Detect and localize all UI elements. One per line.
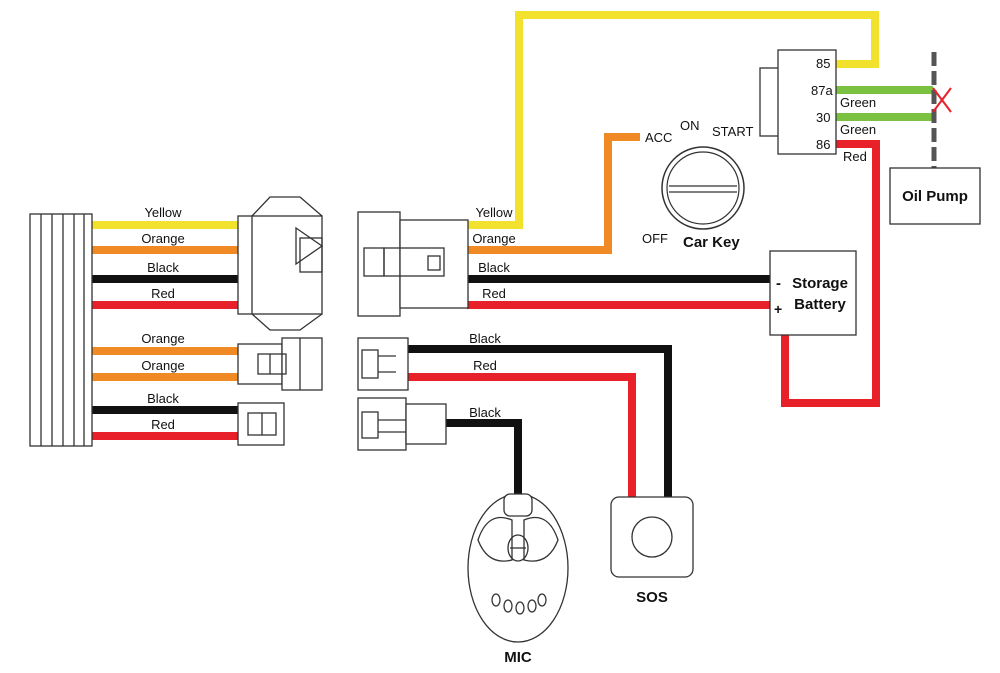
label-left-red: Red <box>151 286 175 301</box>
label-relay-red: Red <box>843 149 867 164</box>
label-relay-green-1: Green <box>840 95 876 110</box>
key-pos-off: OFF <box>642 231 668 246</box>
label-right-orange: Orange <box>472 231 515 246</box>
battery-plus: + <box>774 301 782 317</box>
sos-button: SOS <box>610 496 694 606</box>
cable-bundle <box>29 213 93 447</box>
key-pos-acc: ACC <box>645 130 672 145</box>
mic: MIC <box>467 493 569 666</box>
car-key: ACC ON START OFF Car Key <box>642 118 753 251</box>
label-sos-red: Red <box>473 358 497 373</box>
oil-pump: Oil Pump <box>889 167 981 225</box>
label-left-black-2: Black <box>147 391 179 406</box>
connector-mic <box>357 397 447 451</box>
label-right-black: Black <box>478 260 510 275</box>
relay: 85 87a 30 86 Green Green Red <box>759 49 876 164</box>
label-left-orange: Orange <box>141 231 184 246</box>
battery-line1: Storage <box>792 275 848 292</box>
main-connector-male <box>237 196 324 331</box>
cut-mark-icon-2 <box>932 87 952 113</box>
battery-minus: - <box>776 275 781 292</box>
relay-pin-87a: 87a <box>811 83 833 98</box>
left-wire-labels: Yellow Orange Black Red Orange Orange Bl… <box>141 205 184 432</box>
wire-sos-black <box>407 345 672 497</box>
relay-pin-85: 85 <box>816 56 830 71</box>
label-left-yellow: Yellow <box>144 205 182 220</box>
label-right-red: Red <box>482 286 506 301</box>
key-pos-on: ON <box>680 118 700 133</box>
label-sos-black: Black <box>469 331 501 346</box>
sos-label: SOS <box>636 589 668 606</box>
label-left-red-2: Red <box>151 417 175 432</box>
relay-pin-86: 86 <box>816 137 830 152</box>
label-left-orange-3: Orange <box>141 358 184 373</box>
wire-relay86-red <box>781 140 880 407</box>
label-left-black: Black <box>147 260 179 275</box>
label-relay-green-2: Green <box>840 122 876 137</box>
wire-orange-acc <box>467 133 640 254</box>
mic-label: MIC <box>504 649 532 666</box>
storage-battery: - + Storage Battery <box>769 250 857 336</box>
oil-pump-line <box>931 52 952 168</box>
wire-sos-red <box>407 373 636 497</box>
wire-mic-black <box>445 419 522 495</box>
key-pos-start: START <box>712 124 753 139</box>
main-connector-female <box>357 211 469 317</box>
wires <box>88 11 933 497</box>
wire-yellow-relay <box>467 11 879 229</box>
connector-sos <box>357 337 409 391</box>
oil-pump-label: Oil Pump <box>902 188 968 205</box>
car-key-label: Car Key <box>683 234 740 251</box>
relay-pin-30: 30 <box>816 110 830 125</box>
connector-black-red <box>237 402 285 446</box>
label-left-orange-2: Orange <box>141 331 184 346</box>
sos-button-icon <box>631 516 673 558</box>
connector-orange-pair <box>237 337 323 391</box>
label-right-yellow: Yellow <box>475 205 513 220</box>
battery-line2: Battery <box>794 296 846 313</box>
right-wire-labels: Yellow Orange Black Red Black Red Black <box>469 205 516 420</box>
ignition-switch-icon <box>661 146 745 230</box>
label-mic-black: Black <box>469 405 501 420</box>
